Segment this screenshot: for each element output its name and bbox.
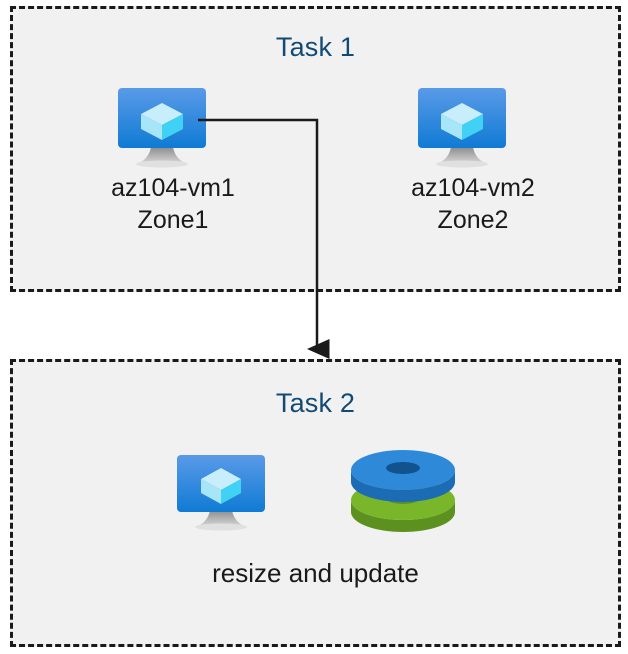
task-2-title: Task 2 xyxy=(275,388,356,418)
task-1-title: Task 1 xyxy=(275,32,356,62)
virtual-machine-icon xyxy=(177,455,265,531)
task-2-container: Task 2 xyxy=(10,359,621,647)
task-2-caption: resize and update xyxy=(212,558,419,588)
node-label-az104-vm1: az104-vm1 Zone1 xyxy=(111,174,235,234)
node-az104-vm2[interactable]: az104-vm2 Zone2 xyxy=(358,87,588,236)
task-2-icon-row xyxy=(13,448,618,536)
virtual-machine-icon xyxy=(118,88,206,168)
task-1-container: Task 1 xyxy=(10,6,621,292)
virtual-machine-icon xyxy=(418,88,506,168)
node-label-az104-vm2: az104-vm2 Zone2 xyxy=(411,174,535,234)
node-az104-vm1[interactable]: az104-vm1 Zone1 xyxy=(58,87,288,236)
managed-disks-icon xyxy=(351,450,455,532)
